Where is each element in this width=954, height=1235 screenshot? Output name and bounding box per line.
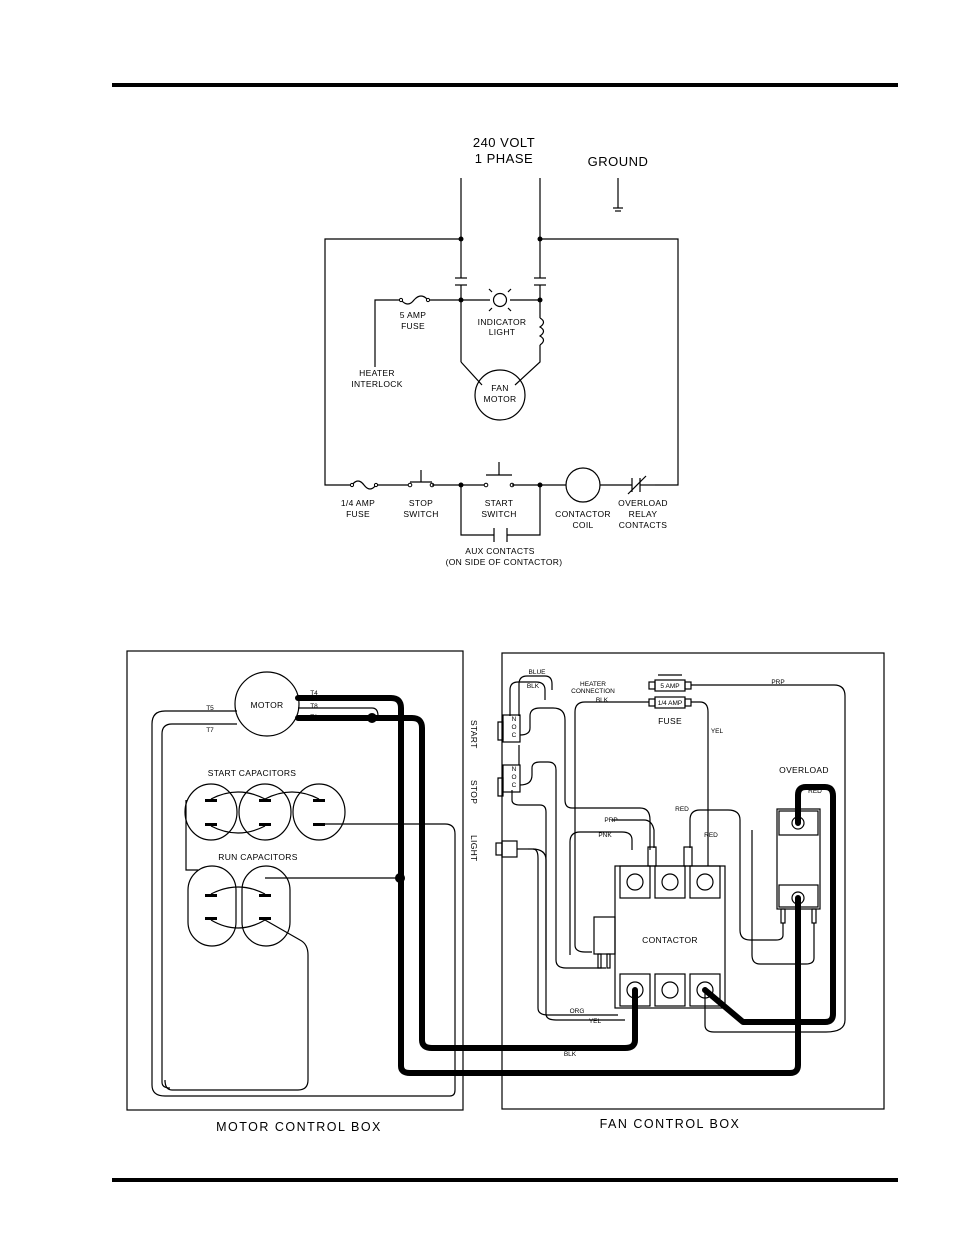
start-switch-icon bbox=[483, 462, 515, 488]
fan-label-2: MOTOR bbox=[484, 394, 517, 404]
motor-box-title: MOTOR CONTROL BOX bbox=[216, 1120, 382, 1134]
start-side-label: START bbox=[469, 720, 479, 749]
fan-control-box: FAN CONTROL BOX START STOP LIGHT N O C N… bbox=[469, 652, 885, 1131]
coil-label-1: CONTACTOR bbox=[555, 509, 611, 519]
indicator-light-icon bbox=[488, 288, 512, 312]
fan-box-outline bbox=[501, 652, 885, 1110]
supply-phase-label: 1 PHASE bbox=[475, 151, 533, 166]
power-conductor-overload bbox=[702, 784, 836, 1025]
red-top-label: RED bbox=[675, 806, 689, 813]
run-capacitor-icon bbox=[187, 865, 291, 947]
ground-label: GROUND bbox=[588, 154, 649, 169]
red-c-label: RED bbox=[704, 832, 718, 839]
contactor-label: CONTACTOR bbox=[642, 935, 698, 945]
motor-control-box: MOTOR CONTROL BOX MOTOR T4 T8 T1 T5 T7 S… bbox=[126, 650, 464, 1134]
heater-conn-label-2: CONNECTION bbox=[571, 688, 615, 695]
t4-label: T4 bbox=[310, 690, 318, 697]
org-label: ORG bbox=[570, 1008, 585, 1015]
schematic: 240 VOLT 1 PHASE GROUND bbox=[324, 135, 679, 567]
aux-label-1: AUX CONTACTS bbox=[465, 546, 535, 556]
aux-contacts-icon bbox=[493, 528, 508, 542]
fan-box-title: FAN CONTROL BOX bbox=[600, 1117, 741, 1131]
switch-c-label: C bbox=[512, 782, 517, 789]
contactor-coil-icon bbox=[565, 467, 601, 503]
fuse-label: FUSE bbox=[658, 716, 682, 726]
blk-wire-label: BLK bbox=[527, 683, 540, 690]
motor-label: MOTOR bbox=[251, 700, 284, 710]
start-capacitor-icon bbox=[184, 783, 346, 841]
contact-icon bbox=[455, 277, 546, 286]
blue-wire-label: BLUE bbox=[529, 669, 547, 676]
fuse5-label-2: FUSE bbox=[401, 321, 425, 331]
top-rule bbox=[112, 83, 898, 87]
start-label-1: START bbox=[485, 498, 514, 508]
fuse-quarter-amp-label: 1/4 AMP bbox=[658, 700, 683, 707]
red-overload-label: RED bbox=[808, 788, 822, 795]
overload-label: OVERLOAD bbox=[779, 765, 829, 775]
motor-box-outline bbox=[126, 650, 464, 1111]
outer-wire-left bbox=[324, 238, 461, 486]
stop-side-label: STOP bbox=[469, 780, 479, 804]
fuse14-label-2: FUSE bbox=[346, 509, 370, 519]
yel-mid-label: YEL bbox=[711, 728, 724, 735]
fuse14-label-1: 1/4 AMP bbox=[341, 498, 375, 508]
outer-wire-right bbox=[540, 238, 679, 486]
power-conductors bbox=[295, 695, 836, 1076]
power-conductor-t1 bbox=[295, 715, 638, 1051]
coil-label-2: COIL bbox=[572, 520, 593, 530]
blk-bottom-label: BLK bbox=[564, 1051, 577, 1058]
stop-label-2: SWITCH bbox=[403, 509, 438, 519]
switch-o-label: O bbox=[511, 774, 516, 781]
stop-switch-icon bbox=[407, 470, 435, 488]
start-capacitors-label: START CAPACITORS bbox=[208, 768, 297, 778]
heater-label-2: INTERLOCK bbox=[351, 379, 402, 389]
ground-icon bbox=[613, 178, 623, 212]
indicator-label-1: INDICATOR bbox=[478, 317, 527, 327]
fuse-5amp-label: 5 AMP bbox=[660, 683, 679, 690]
overload-label-2: RELAY bbox=[629, 509, 658, 519]
motor-icon bbox=[234, 671, 300, 737]
light-icon bbox=[495, 840, 528, 858]
t8-label: T8 bbox=[310, 703, 318, 710]
bottom-rule bbox=[112, 1178, 898, 1182]
supply-voltage-label: 240 VOLT bbox=[473, 135, 535, 150]
t5-label: T5 bbox=[206, 705, 214, 712]
fuse-holder-icon bbox=[648, 674, 692, 709]
prp-label: PRP bbox=[604, 817, 617, 824]
start-label-2: SWITCH bbox=[481, 509, 516, 519]
switch-n-label: N bbox=[512, 716, 517, 723]
inductor-icon bbox=[538, 317, 545, 346]
switch-c-label: C bbox=[512, 732, 517, 739]
yel-label: YEL bbox=[589, 1018, 602, 1025]
overload-label-3: CONTACTS bbox=[619, 520, 668, 530]
contactor-icon bbox=[593, 846, 726, 1009]
aux-label-2: (ON SIDE OF CONTACTOR) bbox=[446, 557, 563, 567]
fuse5-label-1: 5 AMP bbox=[400, 310, 427, 320]
pnk-label: PNK bbox=[598, 832, 612, 839]
stop-button-icon bbox=[497, 764, 521, 797]
t7-label: T7 bbox=[206, 727, 214, 734]
blk-heater-label: BLK bbox=[596, 697, 609, 704]
prp-top-label: PRP bbox=[771, 679, 784, 686]
switch-n-label: N bbox=[512, 766, 517, 773]
fan-motor-icon bbox=[474, 369, 526, 421]
fuse-quarter-amp-icon bbox=[351, 480, 377, 490]
light-side-label: LIGHT bbox=[469, 835, 479, 862]
run-capacitors-label: RUN CAPACITORS bbox=[218, 852, 297, 862]
power-conductor-t4 bbox=[295, 695, 801, 1076]
start-button-icon bbox=[497, 714, 521, 743]
indicator-label-2: LIGHT bbox=[489, 327, 516, 337]
switch-o-label: O bbox=[511, 724, 516, 731]
overload-label-1: OVERLOAD bbox=[618, 498, 668, 508]
fuse-5amp-icon bbox=[400, 295, 429, 305]
heater-label-1: HEATER bbox=[359, 368, 395, 378]
heater-conn-label-1: HEATER bbox=[580, 681, 606, 688]
stop-label-1: STOP bbox=[409, 498, 433, 508]
fan-label-1: FAN bbox=[491, 383, 508, 393]
